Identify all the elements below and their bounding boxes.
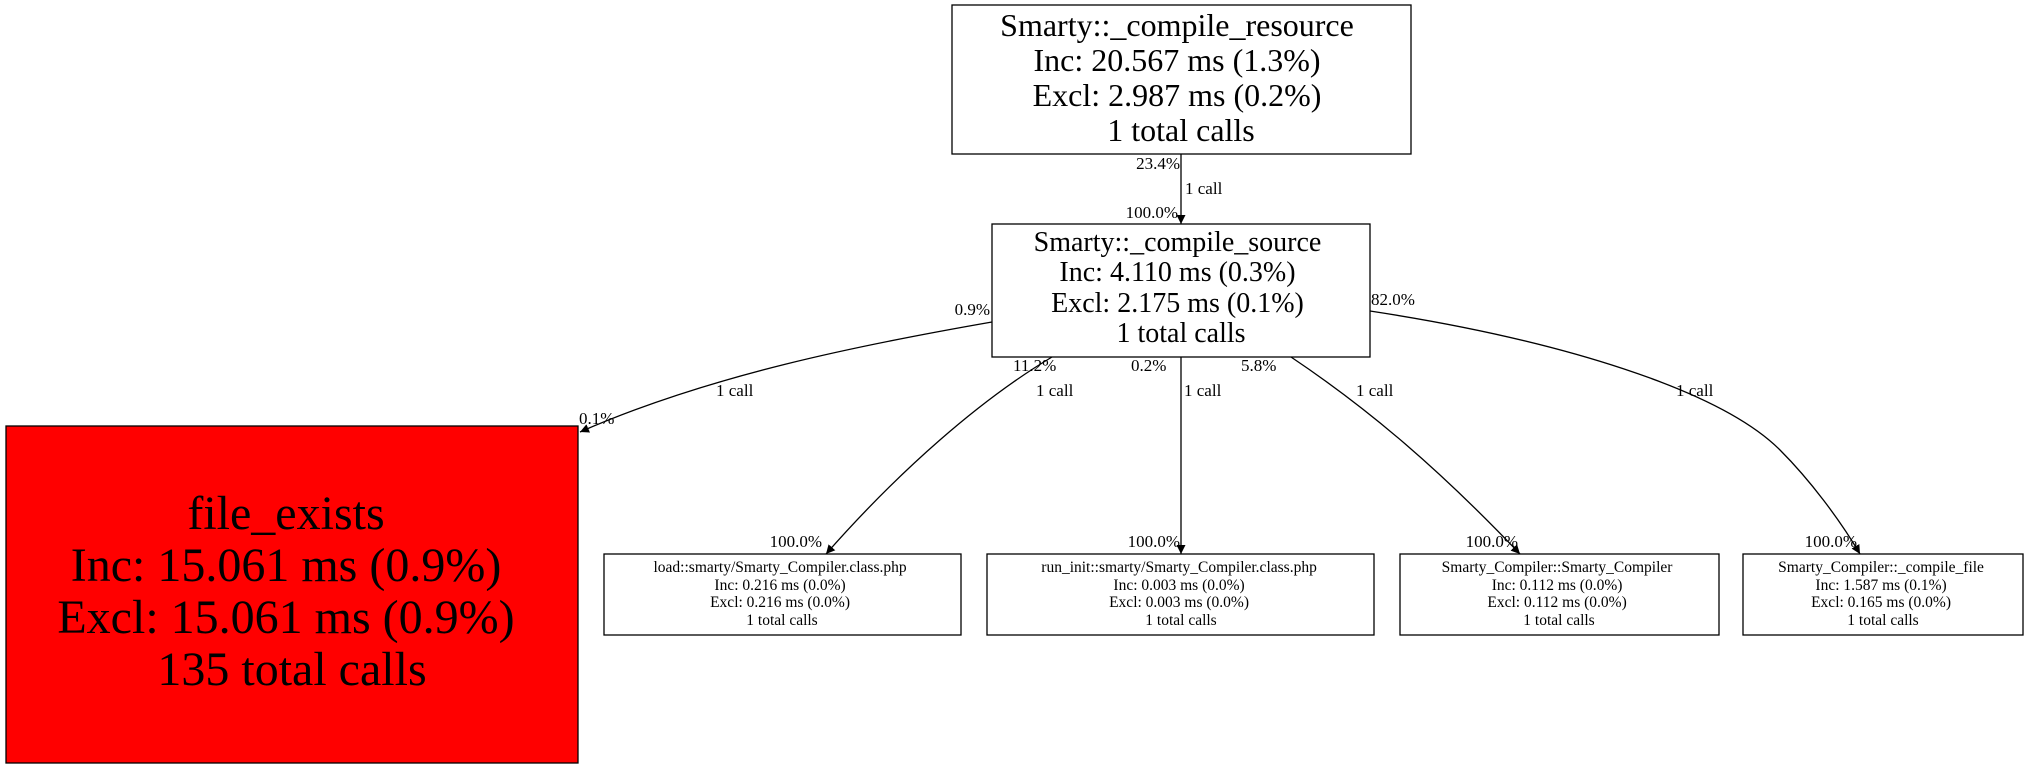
- edge-tail-pct: 5.8%: [1241, 356, 1276, 375]
- edge-call-label: 1 call: [1676, 381, 1714, 400]
- edge-call-label: 1 call: [716, 381, 754, 400]
- node-title: Smarty_Compiler::Smarty_Compiler: [1442, 559, 1674, 576]
- svg-text:Smarty::_compile_source: Smarty::_compile_source Inc: 4.110 ms (0…: [1034, 227, 1329, 349]
- svg-text:Smarty_Compiler::_compile_file: Smarty_Compiler::_compile_file Inc: 1.58…: [1778, 559, 1988, 629]
- edge-call-label: 1 call: [1356, 381, 1394, 400]
- node-title: Smarty::_compile_source: [1034, 227, 1322, 258]
- node-calls: 1 total calls: [1116, 318, 1245, 349]
- node-excl: Excl: 0.216 ms (0.0%): [710, 594, 850, 611]
- edge-call-label: 1 call: [1036, 381, 1074, 400]
- node-compile-source[interactable]: Smarty::_compile_source Inc: 4.110 ms (0…: [991, 223, 1371, 358]
- node-inc: Inc: 15.061 ms (0.9%): [71, 539, 502, 592]
- node-calls: 135 total calls: [157, 643, 426, 696]
- node-excl: Excl: 15.061 ms (0.9%): [57, 591, 514, 644]
- svg-text:Smarty::_compile_resource: Smarty::_compile_resource Inc: 20.567 ms…: [1000, 7, 1362, 148]
- edge-tail-pct: 0.9%: [955, 300, 990, 319]
- node-calls: 1 total calls: [1107, 112, 1255, 148]
- node-calls: 1 total calls: [1145, 612, 1216, 629]
- edge-call-label: 1 call: [1185, 179, 1223, 198]
- node-calls: 1 total calls: [1523, 612, 1594, 629]
- node-inc: Inc: 0.003 ms (0.0%): [1113, 577, 1244, 594]
- node-smarty-compiler-constructor[interactable]: Smarty_Compiler::Smarty_Compiler Inc: 0.…: [1399, 553, 1720, 636]
- edge-call-label: 1 call: [1184, 381, 1222, 400]
- node-inc: Inc: 1.587 ms (0.1%): [1815, 577, 1946, 594]
- edge-source-to-load: 11.2% 1 call 100.0%: [770, 356, 1074, 555]
- node-inc: Inc: 4.110 ms (0.3%): [1059, 257, 1295, 288]
- node-title: run_init::smarty/Smarty_Compiler.class.p…: [1041, 559, 1317, 576]
- node-excl: Excl: 2.175 ms (0.1%): [1051, 288, 1304, 319]
- node-title: file_exists: [187, 487, 384, 540]
- node-calls: 1 total calls: [1847, 612, 1918, 629]
- edge-tail-pct: 82.0%: [1371, 290, 1415, 309]
- node-inc: Inc: 0.216 ms (0.0%): [714, 577, 845, 594]
- edge-head-pct: 100.0%: [1128, 532, 1180, 551]
- node-title: load::smarty/Smarty_Compiler.class.php: [653, 559, 906, 576]
- edge-head-pct: 0.1%: [579, 409, 614, 428]
- node-excl: Excl: 0.003 ms (0.0%): [1109, 594, 1249, 611]
- edge-source-to-run-init: 0.2% 1 call 100.0%: [1128, 356, 1222, 554]
- edge-source-to-file-exists: 0.9% 1 call 0.1%: [579, 300, 993, 433]
- node-excl: Excl: 2.987 ms (0.2%): [1033, 77, 1322, 113]
- edge-head-pct: 100.0%: [1466, 532, 1518, 551]
- node-compile-file[interactable]: Smarty_Compiler::_compile_file Inc: 1.58…: [1742, 553, 2024, 636]
- edge-source-to-smarty-compiler: 5.8% 1 call 100.0%: [1241, 356, 1521, 555]
- node-inc: Inc: 20.567 ms (1.3%): [1033, 42, 1320, 78]
- node-title: Smarty::_compile_resource: [1000, 7, 1354, 43]
- svg-text:file_exists Inc: 15.061: file_exists Inc: 15.061 ms (0.9%) Excl: …: [57, 487, 526, 696]
- node-compile-resource[interactable]: Smarty::_compile_resource Inc: 20.567 ms…: [951, 4, 1412, 155]
- edge-head-pct: 100.0%: [1126, 203, 1178, 222]
- node-excl: Excl: 0.112 ms (0.0%): [1487, 594, 1626, 611]
- node-file-exists[interactable]: file_exists Inc: 15.061 ms (0.9%) Excl: …: [5, 425, 579, 764]
- node-load-smarty-compiler[interactable]: load::smarty/Smarty_Compiler.class.php I…: [603, 553, 962, 636]
- edge-tail-pct: 11.2%: [1013, 356, 1056, 375]
- node-calls: 1 total calls: [746, 612, 817, 629]
- edge-head-pct: 100.0%: [1805, 532, 1857, 551]
- edge-resource-to-source: 23.4% 1 call 100.0%: [1126, 154, 1223, 224]
- node-excl: Excl: 0.165 ms (0.0%): [1811, 594, 1951, 611]
- edge-head-pct: 100.0%: [770, 532, 822, 551]
- svg-text:load::smarty/Smarty_Compiler.c: load::smarty/Smarty_Compiler.class.php I…: [653, 559, 910, 629]
- edge-tail-pct: 0.2%: [1131, 356, 1166, 375]
- node-title: Smarty_Compiler::_compile_file: [1778, 559, 1984, 576]
- node-inc: Inc: 0.112 ms (0.0%): [1492, 577, 1623, 594]
- node-run-init-smarty-compiler[interactable]: run_init::smarty/Smarty_Compiler.class.p…: [986, 553, 1375, 636]
- svg-text:run_init::smarty/Smarty_Compil: run_init::smarty/Smarty_Compiler.class.p…: [1041, 559, 1320, 629]
- svg-text:Smarty_Compiler::Smarty_Compil: Smarty_Compiler::Smarty_Compiler Inc: 0.…: [1442, 559, 1677, 629]
- edge-source-to-compile-file: 82.0% 1 call 100.0%: [1369, 290, 1861, 555]
- edge-tail-pct: 23.4%: [1136, 154, 1180, 173]
